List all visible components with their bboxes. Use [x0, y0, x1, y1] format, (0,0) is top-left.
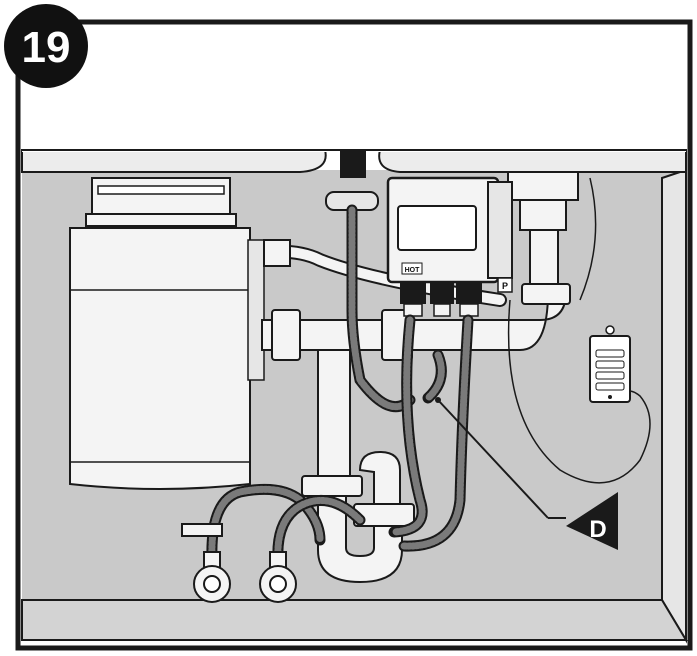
- sink-tailpiece: [507, 171, 579, 305]
- callout-d: D: [435, 397, 618, 550]
- sensor-cable: [507, 299, 651, 484]
- cabinet-right-wall: [661, 168, 687, 644]
- shutoff-valve-right: [259, 551, 297, 603]
- step-badge: 19: [4, 4, 88, 88]
- sink-right-basin: [378, 149, 687, 173]
- braided-hoses: [206, 204, 474, 566]
- countertop: [22, 26, 686, 152]
- filter-unit: HOT P: [386, 176, 513, 317]
- faucet-shank: [340, 150, 366, 178]
- callout-d-marker: [566, 492, 618, 550]
- drain-trap: [317, 450, 415, 584]
- cabinet-floor: [21, 599, 688, 641]
- step-number: 19: [22, 23, 71, 72]
- drain-pipe-vertical: [317, 349, 351, 491]
- hot-label: HOT: [405, 267, 421, 274]
- shutoff-valve-left: [181, 523, 231, 603]
- remote-control-icon: [589, 325, 631, 403]
- inlet-label: P: [502, 281, 508, 291]
- callout-d-label: D: [589, 516, 606, 543]
- garbage-disposal: [69, 177, 265, 490]
- sink-left-basin: [21, 149, 327, 173]
